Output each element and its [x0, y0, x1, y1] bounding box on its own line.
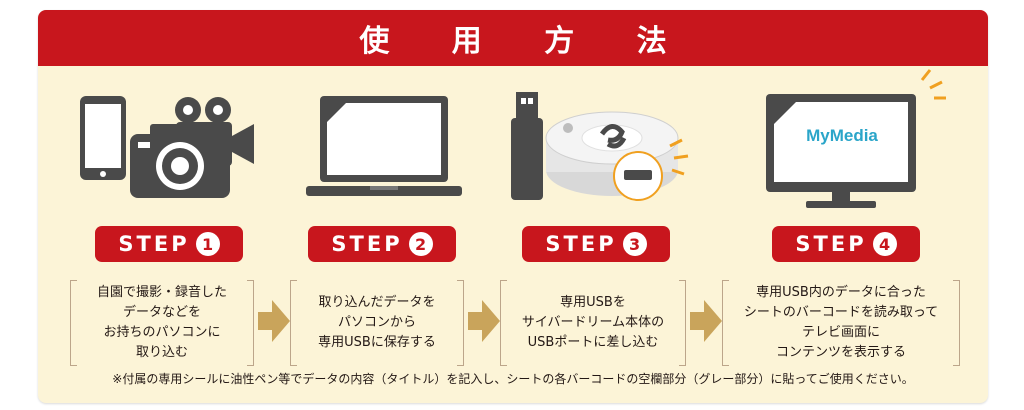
- tv-icon: [766, 69, 946, 208]
- laptop-icon: [306, 96, 462, 196]
- arrow-right-icon: [468, 300, 500, 342]
- arrow-right-icon: [258, 300, 290, 342]
- arrow-right-icon: [690, 300, 722, 342]
- page-title: 使 用 方 法: [359, 24, 693, 59]
- step-2-description: 取り込んだデータを パソコンから 専用USBに保存する: [290, 280, 464, 366]
- step-number: 4: [872, 232, 897, 256]
- usage-panel: 使 用 方 法: [38, 10, 988, 403]
- usb-device-icon: [511, 92, 689, 201]
- step-text: 自園で撮影・録音した データなどを お持ちのパソコンに 取り込む: [96, 285, 227, 360]
- step-1-badge: STEP 1: [95, 226, 243, 262]
- step-label: STEP: [795, 232, 867, 256]
- step-label: STEP: [331, 232, 403, 256]
- footnote: ※付属の専用シールに油性ペン等でデータの内容（タイトル）を記入し、シートの各バー…: [112, 372, 914, 386]
- step-4-badge: STEP 4: [772, 226, 920, 262]
- title-bar: 使 用 方 法: [38, 10, 988, 66]
- step-4-description: 専用USB内のデータに合った シートのバーコードを読み取って テレビ画面に コン…: [722, 280, 960, 366]
- step-3-description: 専用USBを サイバードリーム本体の USBポートに差し込む: [500, 280, 686, 366]
- step-label: STEP: [545, 232, 617, 256]
- tv-screen-logo: MyMedia: [806, 126, 878, 145]
- step-text: 専用USB内のデータに合った シートのバーコードを読み取って テレビ画面に コン…: [743, 285, 939, 360]
- devices-icon: [80, 96, 254, 198]
- step-text: 取り込んだデータを パソコンから 専用USBに保存する: [318, 295, 436, 350]
- step-label: STEP: [118, 232, 190, 256]
- step-2-badge: STEP 2: [308, 226, 456, 262]
- step-number: 1: [195, 232, 220, 256]
- step-3-badge: STEP 3: [522, 226, 670, 262]
- step-text: 専用USBを サイバードリーム本体の USBポートに差し込む: [521, 295, 665, 350]
- step-1-description: 自園で撮影・録音した データなどを お持ちのパソコンに 取り込む: [70, 280, 254, 366]
- step-number: 3: [622, 232, 647, 256]
- step-number: 2: [408, 232, 433, 256]
